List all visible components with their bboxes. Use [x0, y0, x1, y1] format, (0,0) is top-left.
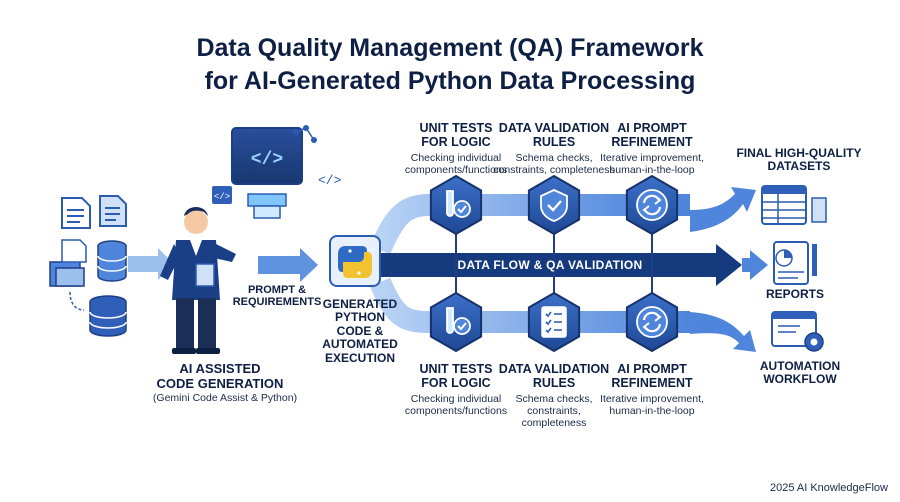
svg-text:</>: </> — [318, 173, 342, 188]
document-icon — [61, 197, 91, 229]
refresh-icon — [636, 189, 668, 221]
test-tube-check-icon — [446, 307, 471, 335]
ai-assisted-subtitle: (Gemini Code Assist & Python) — [152, 392, 298, 404]
qa-stage-title: DATA VALIDATION RULES — [498, 362, 610, 390]
document-icon — [61, 239, 87, 263]
output-label-automation: AUTOMATION WORKFLOW — [759, 359, 841, 387]
developer-arrow — [258, 248, 318, 282]
test-tube-check-icon — [446, 190, 471, 218]
output-label-reports: REPORTS — [765, 287, 824, 301]
output-label-datasets: FINAL HIGH-QUALITY DATASETS — [736, 146, 862, 174]
qa-stage-title: DATA VALIDATION RULES — [498, 121, 610, 149]
footer-credit: 2025 AI KnowledgeFlow — [769, 482, 888, 494]
svg-text:</>: </> — [251, 150, 283, 170]
title-line-1: Data Quality Management (QA) Framework — [196, 34, 704, 62]
qa-stage-description: Checking individual components/functions — [404, 152, 508, 176]
qa-stage-title: UNIT TESTS FOR LOGIC — [419, 362, 493, 390]
ai-assisted-title: AI ASSISTED CODE GENERATION — [156, 361, 284, 391]
document-icon — [99, 195, 127, 227]
data-flow-label: DATA FLOW & QA VALIDATION — [457, 258, 643, 272]
page-title: Data Quality Management (QA) Framework f… — [100, 32, 800, 97]
prompt-requirements-label: PROMPT & REQUIREMENTS — [232, 284, 322, 309]
shield-check-icon — [540, 189, 568, 222]
qa-stage-title: AI PROMPT REFINEMENT — [611, 362, 693, 390]
data-sources-group — [49, 195, 127, 337]
developer-figure — [160, 207, 236, 354]
output-arrow-reports — [742, 250, 768, 280]
automation-gear-icon — [771, 311, 824, 352]
generated-code-label: GENERATED PYTHON CODE & AUTOMATED EXECUT… — [322, 297, 398, 365]
refresh-icon — [636, 306, 668, 338]
qa-stage-description: Schema checks, constraints, completeness — [515, 393, 593, 429]
title-line-2: for AI-Generated Python Data Processing — [204, 66, 696, 95]
checklist-icon — [541, 306, 567, 338]
code-screen-icon: </> </> </> — [212, 125, 342, 219]
dataset-table-icon — [761, 185, 827, 225]
output-arrow-automation — [690, 312, 756, 352]
report-chart-icon — [773, 241, 817, 285]
qa-stage-description: Schema checks, constraints, completeness — [493, 152, 615, 176]
qa-stage-description: Checking individual components/functions — [404, 393, 508, 417]
database-icon — [97, 240, 127, 282]
output-arrow-datasets — [690, 187, 756, 232]
qa-stage-description: Iterative improvement, human-in-the-loop — [600, 393, 704, 417]
svg-text:</>: </> — [214, 192, 230, 202]
qa-stage-title: UNIT TESTS FOR LOGIC — [419, 121, 493, 149]
database-icon — [89, 295, 127, 337]
python-code-box — [329, 235, 381, 287]
qa-stage-title: AI PROMPT REFINEMENT — [611, 121, 693, 149]
folder-icon — [49, 257, 85, 287]
qa-stage-description: Iterative improvement, human-in-the-loop — [600, 152, 704, 176]
